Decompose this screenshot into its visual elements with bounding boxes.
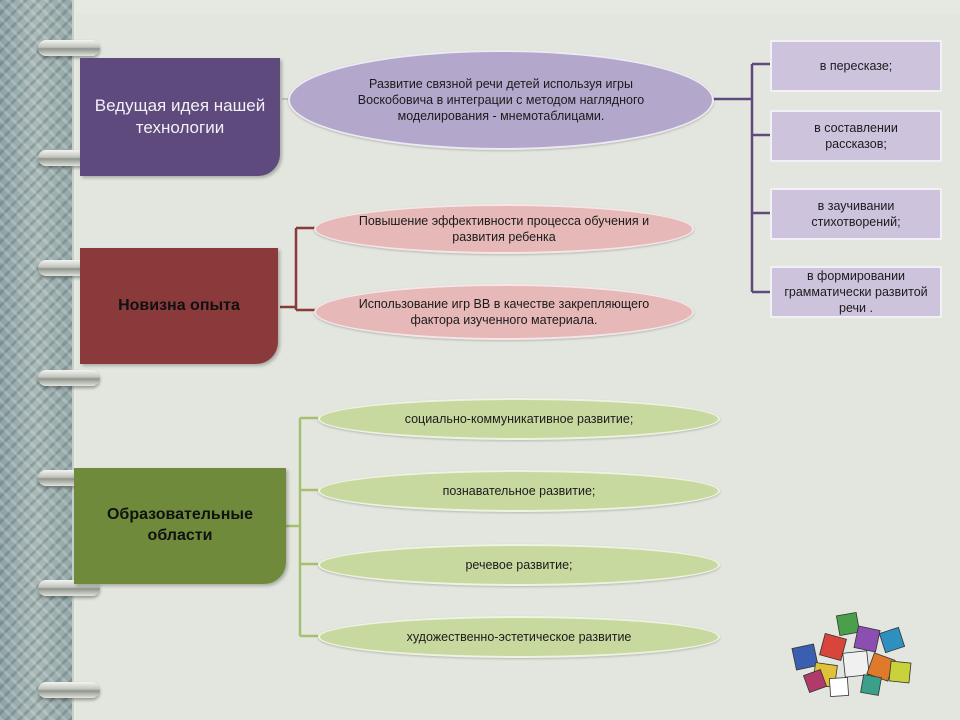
- area-item-text: речевое развитие;: [465, 557, 573, 572]
- novelty-item-efficiency: Повышение эффективности процесса обучени…: [314, 204, 694, 254]
- notebook-binding-strip: [0, 0, 74, 720]
- novelty-item-games: Использование игр ВВ в качестве закрепля…: [314, 284, 694, 340]
- area-item-cognitive: познавательное развитие;: [318, 470, 720, 512]
- use-item-text: в заучивании стихотворений;: [811, 198, 901, 229]
- use-item-text: в формировании грамматически развитой ре…: [784, 268, 928, 316]
- binder-ring: [38, 40, 100, 56]
- binder-ring: [38, 580, 100, 596]
- area-item-text: художественно-эстетическое развитие: [406, 629, 632, 644]
- novelty-item-text: Повышение эффективности процесса обучени…: [358, 213, 650, 244]
- use-item-poems: в заучивании стихотворений;: [770, 188, 942, 240]
- use-item-stories: в составлении рассказов;: [770, 110, 942, 162]
- area-item-art: художественно-эстетическое развитие: [318, 616, 720, 658]
- idea-ellipse: Развитие связной речи детей используя иг…: [288, 50, 714, 150]
- use-item-retelling: в пересказе;: [770, 40, 942, 92]
- heading-novelty-text: Новизна опыта: [118, 296, 240, 314]
- heading-educational-areas: Образовательные области: [74, 468, 286, 584]
- idea-text: Развитие связной речи детей используя иг…: [357, 76, 645, 124]
- binder-ring: [38, 370, 100, 386]
- heading-novelty: Новизна опыта: [80, 248, 278, 364]
- heading-leading-idea-text: Ведущая идея нашей технологии: [94, 95, 266, 137]
- area-item-text: познавательное развитие;: [442, 483, 596, 498]
- use-item-text: в пересказе;: [819, 58, 893, 73]
- heading-areas-text: Образовательные области: [106, 506, 253, 544]
- binder-ring: [38, 682, 100, 698]
- novelty-item-text: Использование игр ВВ в качестве закрепля…: [358, 296, 650, 327]
- area-item-speech: речевое развитие;: [318, 544, 720, 586]
- area-item-text: социально-коммуникативное развитие;: [404, 411, 634, 426]
- area-item-social: социально-коммуникативное развитие;: [318, 398, 720, 440]
- use-item-text: в составлении рассказов;: [814, 120, 898, 151]
- use-item-grammar: в формировании грамматически развитой ре…: [770, 266, 942, 318]
- toy-cubes-icon: [791, 611, 912, 698]
- heading-leading-idea: Ведущая идея нашей технологии: [80, 58, 280, 176]
